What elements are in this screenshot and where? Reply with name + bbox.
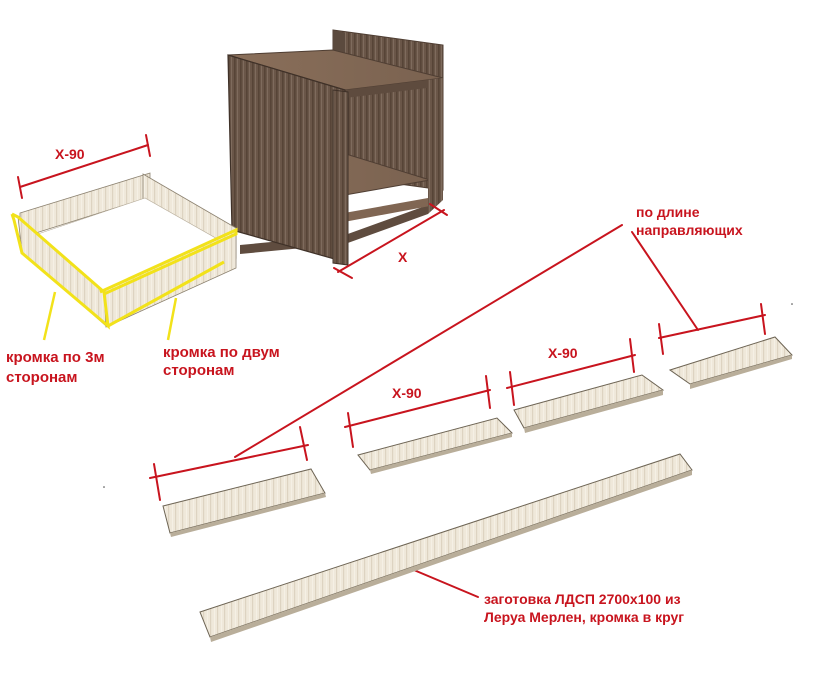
leader-guide-length-left — [234, 224, 623, 458]
edge-leaders — [42, 291, 178, 341]
dimension-lines — [17, 134, 766, 598]
leader-edge-two-sides — [166, 297, 178, 341]
speck — [791, 303, 793, 305]
board-piece-3 — [513, 374, 665, 433]
label-edge-three-sides-1: кромка по 3м — [6, 349, 105, 366]
drawer-box — [10, 172, 238, 330]
label-edge-two-sides-2: сторонам — [163, 362, 235, 379]
board-piece-4 — [668, 336, 793, 389]
label-edge-two-sides-1: кромка по двум — [163, 344, 280, 361]
cut-boards — [162, 336, 793, 642]
label-edge-three-sides-2: сторонам — [6, 369, 78, 386]
label-guide-length-2: направляющих — [636, 222, 743, 238]
dim-line-piece-4 — [658, 314, 766, 339]
dim-label-drawer-width: X-90 — [55, 146, 85, 162]
cabinet-carcass — [227, 29, 444, 266]
dim-line-piece-3 — [506, 354, 636, 389]
dim-line-piece-2 — [344, 389, 491, 428]
leader-guide-length-right — [631, 231, 699, 331]
dim-label-piece-3: X-90 — [548, 345, 578, 361]
label-guide-length-1: по длине — [636, 204, 700, 220]
dim-label-cabinet-depth: X — [398, 249, 408, 265]
dim-line-piece-1 — [149, 444, 309, 479]
dim-line-cabinet-depth — [337, 209, 445, 273]
long-blank-board — [199, 453, 693, 642]
board-piece-2 — [357, 417, 513, 474]
edge-highlight-two-sides — [99, 227, 238, 296]
dim-line-drawer-width — [19, 144, 149, 188]
board-piece-1 — [162, 468, 326, 537]
dim-label-piece-2: X-90 — [392, 385, 422, 401]
leader-edge-three-sides — [42, 291, 57, 341]
label-blank-1: заготовка ЛДСП 2700х100 из — [484, 591, 681, 607]
label-blank-2: Леруа Мерлен, кромка в круг — [484, 609, 685, 625]
speck — [103, 486, 105, 488]
